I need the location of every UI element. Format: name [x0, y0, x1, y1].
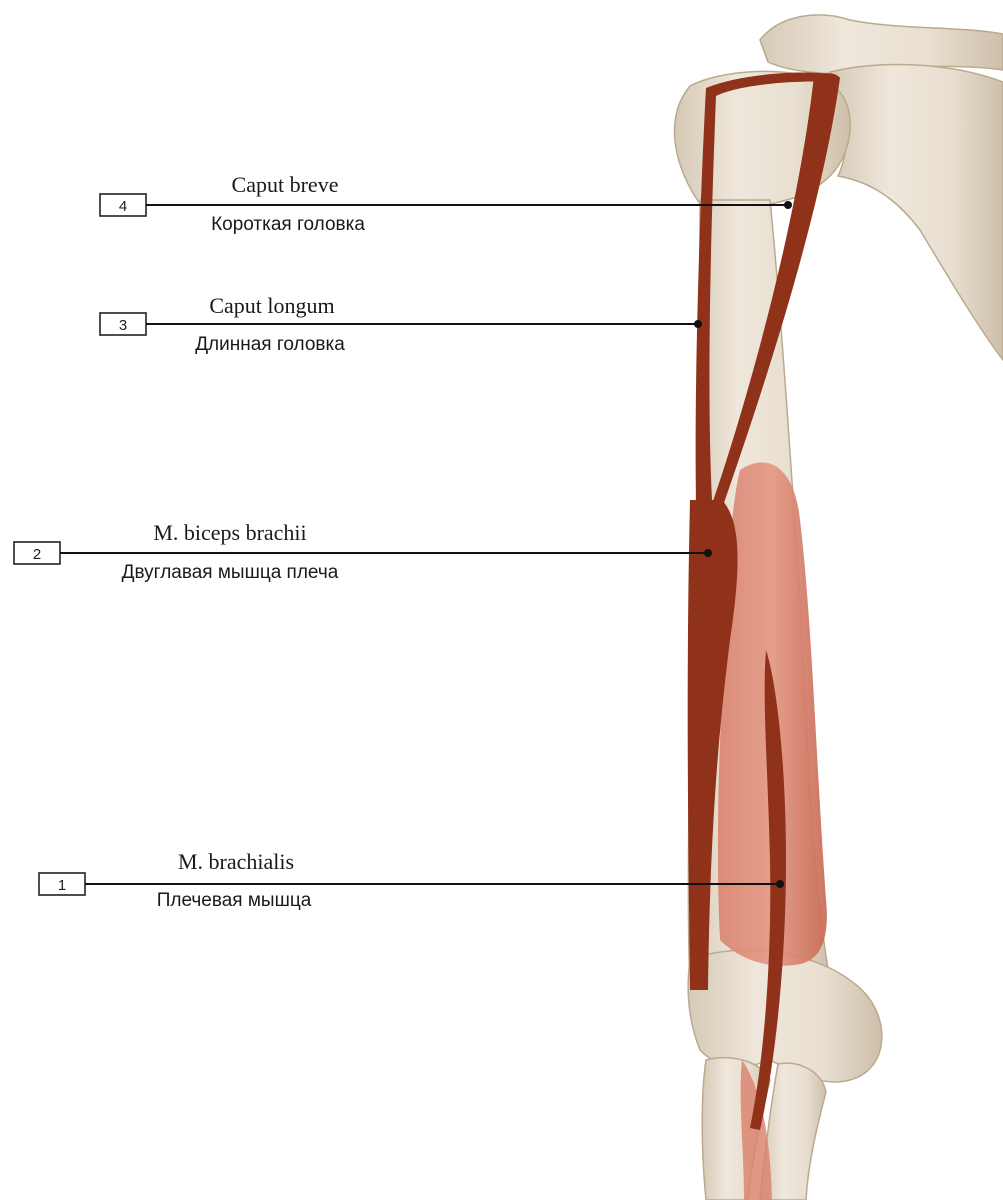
label-2-pointer — [704, 549, 712, 557]
label-1-number: 1 — [58, 877, 66, 894]
label-2-number: 2 — [33, 546, 41, 563]
label-4-russian: Короткая головка — [211, 214, 365, 235]
label-3: 3 Caput longum Длинная головка — [100, 293, 702, 355]
label-3-russian: Длинная головка — [195, 334, 345, 355]
label-4-pointer — [784, 201, 792, 209]
label-2: 2 M. biceps brachii Двуглавая мышца плеч… — [14, 520, 712, 583]
label-1-russian: Плечевая мышца — [157, 890, 312, 911]
label-1: 1 M. brachialis Плечевая мышца — [39, 849, 784, 911]
scapula — [830, 65, 1003, 360]
label-1-latin: M. brachialis — [178, 849, 294, 874]
label-3-number: 3 — [119, 317, 127, 334]
label-4-number: 4 — [119, 198, 127, 215]
label-2-russian: Двуглавая мышца плеча — [122, 562, 339, 583]
label-4-latin: Caput breve — [232, 172, 339, 197]
label-1-pointer — [776, 880, 784, 888]
label-3-latin: Caput longum — [209, 293, 334, 318]
label-2-latin: M. biceps brachii — [153, 520, 306, 545]
label-3-pointer — [694, 320, 702, 328]
